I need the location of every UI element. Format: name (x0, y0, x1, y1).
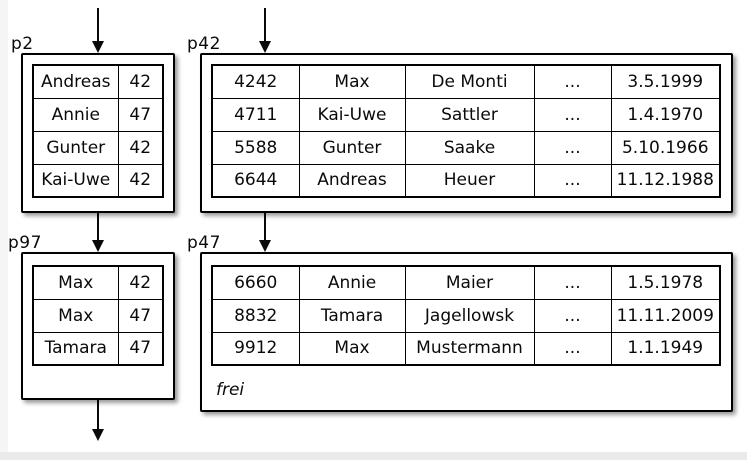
table-cell: ... (533, 163, 612, 198)
table-cell: Jagellowsk (404, 298, 535, 333)
page-table-p47: 6660 Annie Maier ... 1.5.1978 8832 Tamar… (211, 265, 721, 366)
table-cell: Heuer (404, 163, 535, 198)
table-cell: 11.11.2009 (610, 298, 721, 333)
table-cell: 42 (117, 64, 164, 99)
page-label-p2: p2 (11, 34, 34, 54)
table-cell: Max (298, 331, 406, 366)
table-row: 9912 Max Mustermann ... 1.1.1949 (211, 331, 721, 366)
arrow-into-p2 (97, 8, 99, 42)
table-row: 6660 Annie Maier ... 1.5.1978 (211, 265, 721, 300)
table-cell: Max (298, 64, 406, 99)
table-cell: De Monti (404, 64, 535, 99)
table-cell: 8832 (211, 298, 300, 333)
slide-edge-left (0, 0, 8, 460)
table-row: 5588 Gunter Saake ... 5.10.1966 (211, 130, 721, 165)
table-cell: Gunter (32, 130, 119, 165)
table-cell: Gunter (298, 130, 406, 165)
table-cell: 1.5.1978 (610, 265, 721, 300)
table-row: Gunter 42 (32, 130, 164, 165)
table-cell: Kai-Uwe (298, 97, 406, 132)
page-box-p42: 4242 Max De Monti ... 3.5.1999 4711 Kai-… (200, 53, 733, 213)
table-cell: Annie (32, 97, 119, 132)
page-label-p97: p97 (8, 233, 42, 253)
page-box-p97: Max 42 Max 47 Tamara 47 (21, 252, 175, 400)
table-cell: 5.10.1966 (610, 130, 721, 165)
table-row: Andreas 42 (32, 64, 164, 99)
table-cell: Maier (404, 265, 535, 300)
table-row: Tamara 47 (32, 331, 164, 366)
page-label-p42: p42 (187, 34, 221, 54)
table-cell: 1.4.1970 (610, 97, 721, 132)
table-row: 8832 Tamara Jagellowsk ... 11.11.2009 (211, 298, 721, 333)
table-cell: 47 (117, 298, 164, 333)
page-box-p47: 6660 Annie Maier ... 1.5.1978 8832 Tamar… (200, 252, 733, 412)
table-row: 4242 Max De Monti ... 3.5.1999 (211, 64, 721, 99)
table-cell: 6660 (211, 265, 300, 300)
table-row: Kai-Uwe 42 (32, 163, 164, 198)
table-cell: ... (533, 97, 612, 132)
arrow-p42-to-p47 (264, 213, 266, 241)
table-row: Annie 47 (32, 97, 164, 132)
arrow-out-of-p97 (97, 400, 99, 430)
table-cell: Andreas (298, 163, 406, 198)
table-row: Max 42 (32, 265, 164, 300)
table-cell: 42 (117, 163, 164, 198)
table-cell: 11.12.1988 (610, 163, 721, 198)
table-cell: 5588 (211, 130, 300, 165)
table-cell: 42 (117, 130, 164, 165)
table-cell: 6644 (211, 163, 300, 198)
arrow-p2-to-p97 (97, 213, 99, 241)
table-cell: 9912 (211, 331, 300, 366)
slide-edge-bottom (0, 452, 747, 460)
table-cell: Kai-Uwe (32, 163, 119, 198)
table-cell: 4711 (211, 97, 300, 132)
table-row: Max 47 (32, 298, 164, 333)
table-cell: Andreas (32, 64, 119, 99)
table-cell: ... (533, 130, 612, 165)
table-row: 6644 Andreas Heuer ... 11.12.1988 (211, 163, 721, 198)
page-box-p2: Andreas 42 Annie 47 Gunter 42 Kai-Uwe 42 (21, 53, 175, 213)
table-cell: Max (32, 265, 119, 300)
table-cell: 47 (117, 97, 164, 132)
table-cell: Mustermann (404, 331, 535, 366)
table-cell: 47 (117, 331, 164, 366)
arrow-into-p42 (264, 8, 266, 42)
table-cell: ... (533, 265, 612, 300)
table-cell: Tamara (32, 331, 119, 366)
page-label-p47: p47 (187, 233, 221, 253)
table-cell: Annie (298, 265, 406, 300)
table-cell: 3.5.1999 (610, 64, 721, 99)
table-cell: ... (533, 331, 612, 366)
table-cell: 42 (117, 265, 164, 300)
table-cell: ... (533, 64, 612, 99)
table-row: 4711 Kai-Uwe Sattler ... 1.4.1970 (211, 97, 721, 132)
page-table-p2: Andreas 42 Annie 47 Gunter 42 Kai-Uwe 42 (32, 64, 164, 198)
table-cell: Saake (404, 130, 535, 165)
table-cell: ... (533, 298, 612, 333)
table-cell: Tamara (298, 298, 406, 333)
table-cell: Max (32, 298, 119, 333)
free-space-label: frei (216, 380, 245, 400)
table-cell: 1.1.1949 (610, 331, 721, 366)
page-table-p42: 4242 Max De Monti ... 3.5.1999 4711 Kai-… (211, 64, 721, 198)
table-cell: 4242 (211, 64, 300, 99)
page-table-p97: Max 42 Max 47 Tamara 47 (32, 265, 164, 366)
table-cell: Sattler (404, 97, 535, 132)
